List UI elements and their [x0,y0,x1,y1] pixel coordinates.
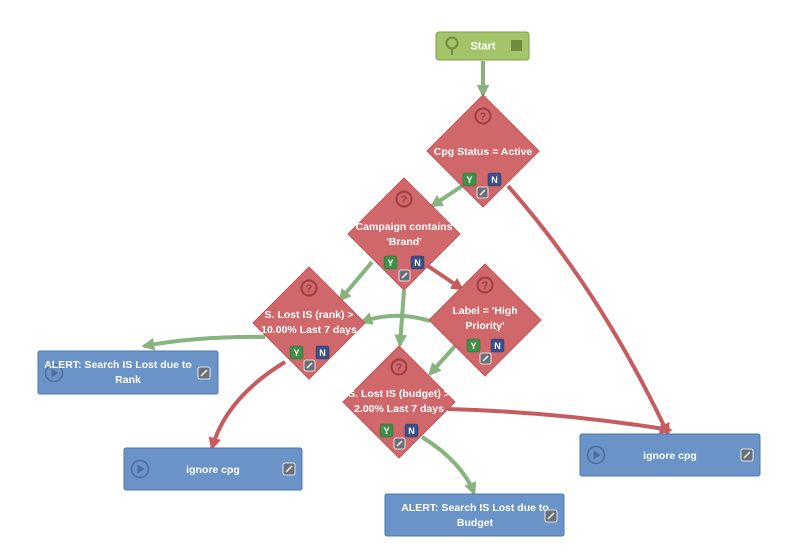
svg-text:?: ? [396,362,403,374]
edge-label-to-rank [359,312,431,325]
condition-label: Cpg Status = Active [434,146,533,158]
yes-badge[interactable]: Y [462,172,477,187]
edge-campaign-no [423,262,465,291]
start-node[interactable]: Start [435,31,530,61]
action-ignore-left[interactable]: ignore cpg [123,447,303,491]
question-icon: ? [474,107,492,125]
question-icon: ? [300,279,318,297]
play-icon[interactable] [44,363,64,383]
edge-campaign-yes [338,260,374,302]
svg-text:?: ? [306,283,313,295]
yes-badge-label: Y [470,341,476,351]
yes-badge[interactable]: Y [289,345,304,360]
question-icon: ? [395,190,413,208]
condition-label-line2: 2.00% Last 7 days [354,403,444,415]
condition-campaign-contains[interactable]: ? Campaign contains 'Brand' Y N [347,177,461,291]
no-badge-label: N [408,426,415,436]
yes-badge[interactable]: Y [379,423,394,438]
edit-icon[interactable] [479,352,492,365]
action-label-line1: ALERT: Search IS Lost due to [44,359,192,371]
no-badge-label: N [319,348,326,358]
edge-budget-no [420,435,477,496]
condition-cpg-status[interactable]: ? Cpg Status = Active Y N [426,94,540,208]
action-ignore-right[interactable]: ignore cpg [579,433,761,477]
action-label-line1: ALERT: Search IS Lost due to [401,502,549,514]
action-label: ignore cpg [186,464,240,476]
edit-icon[interactable] [393,437,406,450]
question-icon: ? [390,358,408,376]
no-badge[interactable]: N [410,255,425,270]
edge-budget-to-ignore [447,407,673,435]
condition-label-line1: S. Lost IS (rank) > [265,309,354,321]
play-icon[interactable] [130,459,150,479]
edit-icon[interactable] [197,366,211,380]
edges [141,61,673,496]
no-badge[interactable]: N [315,345,330,360]
action-alert-rank[interactable]: ALERT: Search IS Lost due to Rank [37,350,219,395]
svg-text:?: ? [480,111,487,123]
action-label: ignore cpg [643,450,697,462]
edit-icon[interactable] [398,269,411,282]
edge-cpg-status-yes [429,184,464,208]
yes-badge-label: Y [293,348,299,358]
condition-label-line2: 'Brand' [386,236,421,248]
edit-icon[interactable] [544,509,558,523]
yes-badge[interactable]: Y [466,338,481,353]
edge-label-yes [428,344,457,376]
no-badge[interactable]: N [404,423,419,438]
svg-text:?: ? [482,280,489,292]
no-badge-label: N [494,341,501,351]
condition-lost-is-budget[interactable]: ? S. Lost IS (budget) > 2.00% Last 7 day… [342,345,456,459]
play-icon[interactable] [586,445,606,465]
no-badge[interactable]: N [487,172,502,187]
no-badge[interactable]: N [490,338,505,353]
stop-square-icon[interactable] [511,40,522,51]
svg-text:?: ? [401,194,408,206]
no-badge-label: N [414,258,421,268]
yes-badge-label: Y [466,175,472,185]
action-alert-budget[interactable]: ALERT: Search IS Lost due to Budget [384,493,565,537]
yes-badge-label: Y [387,258,393,268]
condition-label-line2: Priority' [465,320,504,332]
condition-label-line1: Campaign contains [356,221,453,233]
edit-icon[interactable] [476,186,489,199]
action-label-line2: Rank [115,374,141,386]
edge-rank-yes [141,334,266,351]
yes-badge[interactable]: Y [383,255,398,270]
condition-label-high-priority[interactable]: ? Label = 'High Priority' Y N [428,263,542,377]
edge-rank-no [208,360,287,451]
edge-cpg-status-no [506,184,670,437]
map-pin-icon [445,36,459,55]
yes-badge-label: Y [383,426,389,436]
edit-icon[interactable] [740,448,754,462]
question-icon: ? [476,276,494,294]
start-label: Start [470,41,495,53]
action-label-line2: Budget [457,517,494,529]
condition-label-line1: S. Lost IS (budget) > [348,388,450,400]
condition-lost-is-rank[interactable]: ? S. Lost IS (rank) > 10.00% Last 7 days… [252,266,366,380]
edit-icon[interactable] [303,359,316,372]
condition-label-line1: Label = 'High [452,305,517,317]
no-badge-label: N [491,175,498,185]
edit-icon[interactable] [282,462,296,476]
condition-label-line2: 10.00% Last 7 days [261,324,357,336]
